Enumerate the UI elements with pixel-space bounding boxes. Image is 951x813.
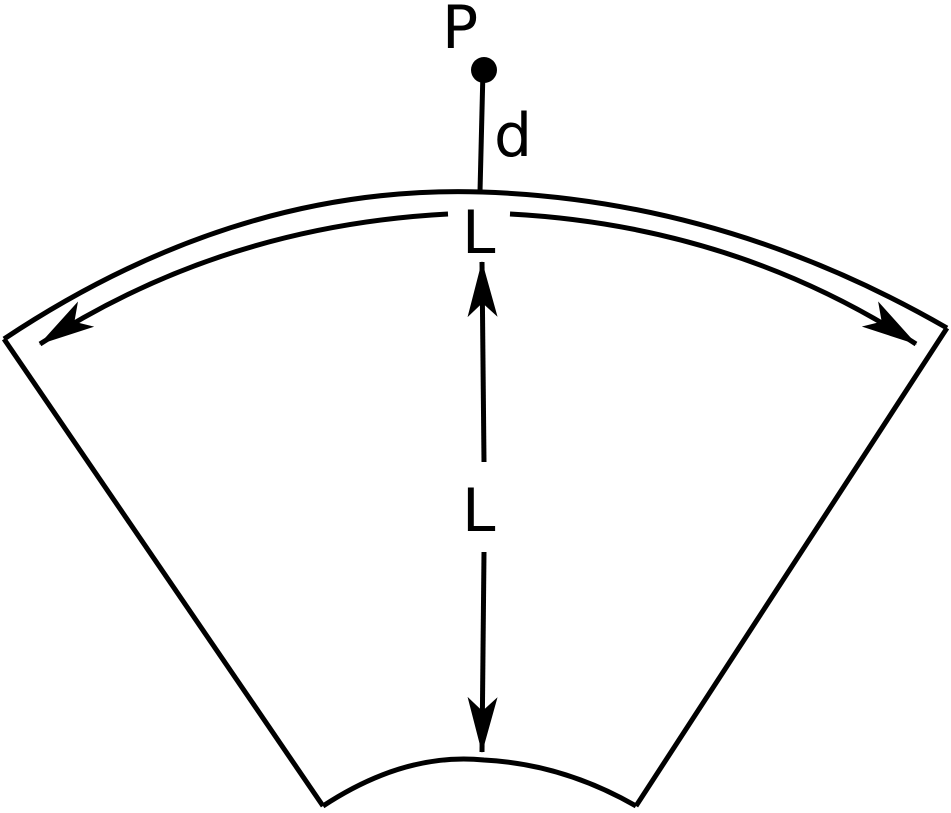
- right-radial-edge: [633, 326, 950, 808]
- point-p-dot: [471, 57, 497, 83]
- point-p-label: P: [442, 0, 478, 63]
- arc-length-arrow-left: [38, 211, 449, 347]
- distance-label: d: [494, 101, 532, 171]
- distance-segment: [477, 69, 486, 193]
- radial-length-arrow-bottom: [467, 551, 498, 753]
- left-radial-edge: [1, 337, 326, 808]
- arc-length-label: L: [462, 198, 496, 268]
- arc-length-arrow-right: [509, 211, 918, 347]
- radial-length-arrow-top: [467, 261, 498, 463]
- radial-length-label: L: [462, 476, 496, 546]
- inner-arc: [321, 756, 638, 809]
